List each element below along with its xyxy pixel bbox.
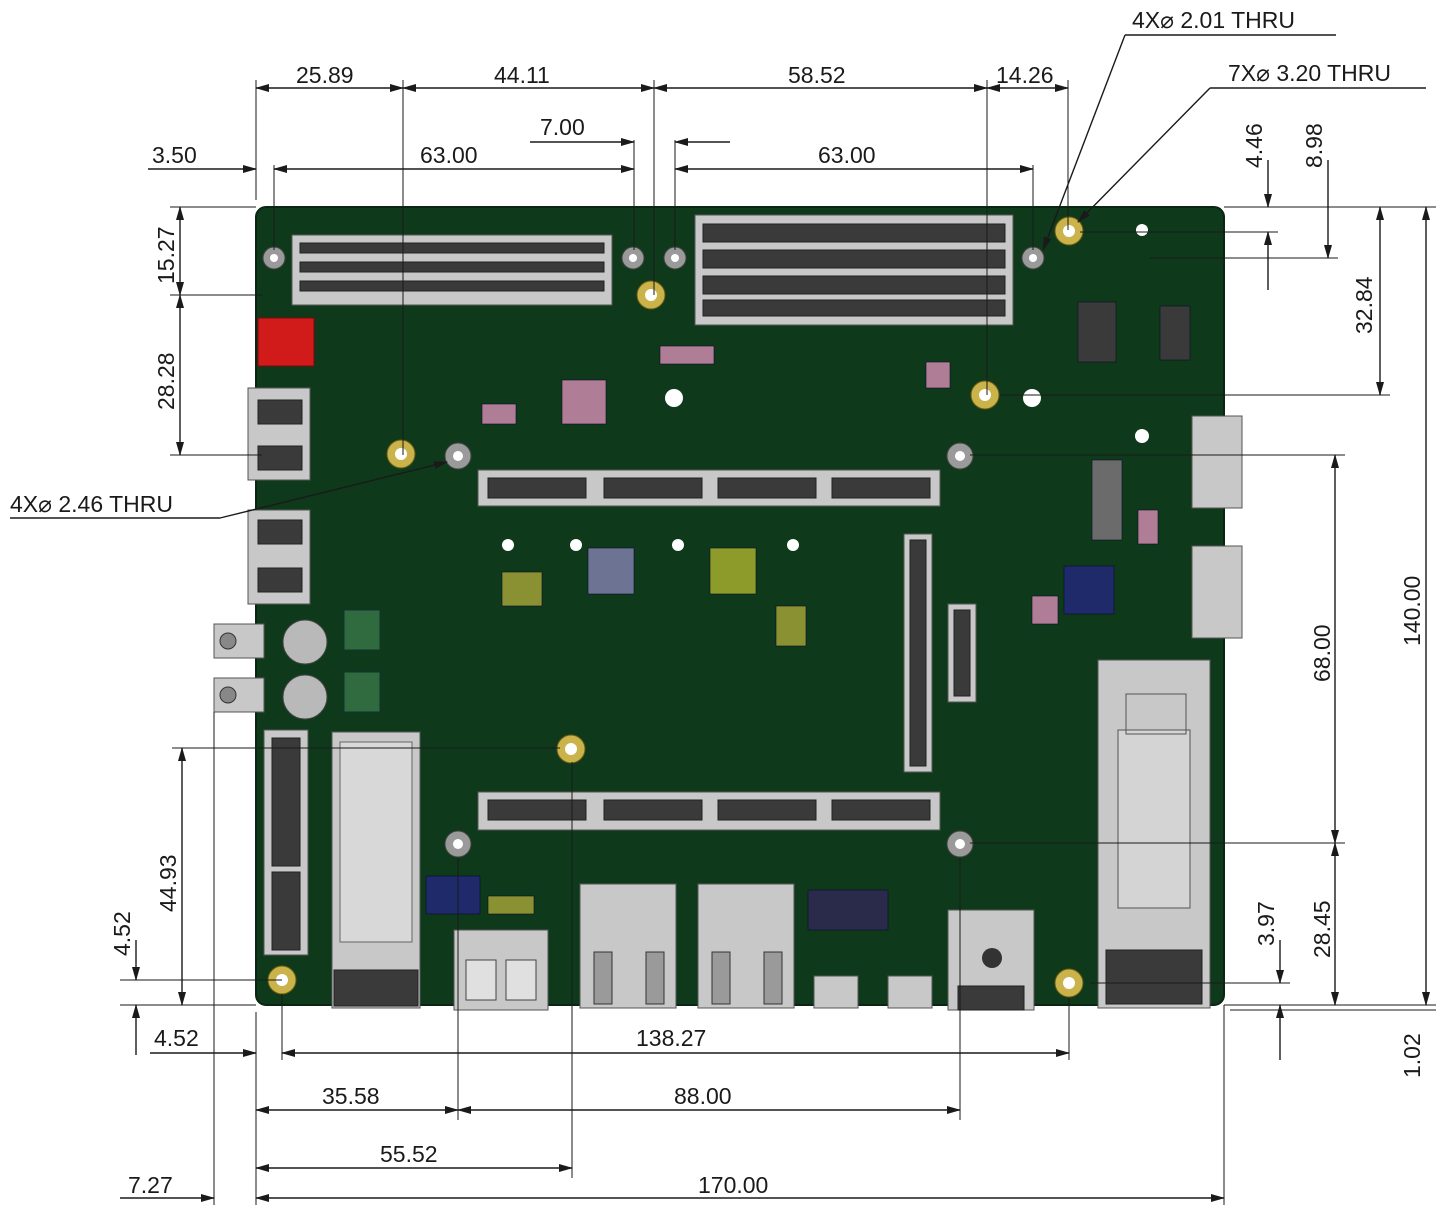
module-green-1	[343, 609, 381, 651]
header-connector-2	[1191, 545, 1243, 639]
dim-right-68-00: 68.00	[1309, 624, 1335, 682]
dimension-labels: 4X⌀ 2.01 THRU 7X⌀ 3.20 THRU 4X⌀ 2.46 THR…	[10, 7, 1425, 1198]
rj45-jack-1	[579, 883, 677, 1009]
dim-right-140-00: 140.00	[1399, 576, 1425, 646]
so-dimm-slot-right	[694, 214, 1014, 326]
m2-slot-top	[477, 469, 941, 507]
vertical-connector-short-pins	[953, 609, 971, 697]
callout-4x-2-01: 4X⌀ 2.01 THRU	[1132, 7, 1295, 33]
dim-top-3-50: 3.50	[152, 142, 197, 168]
dim-top-63-left: 63.00	[420, 142, 478, 168]
dim-bottom-7-27: 7.27	[128, 1172, 173, 1198]
dim-top-25-89: 25.89	[296, 62, 354, 88]
antenna-connectors	[213, 619, 328, 720]
dim-right-4-46: 4.46	[1241, 123, 1267, 168]
dim-left-44-93: 44.93	[155, 854, 181, 912]
dim-left-15-27: 15.27	[153, 226, 179, 284]
micro-usb-1	[813, 975, 859, 1009]
mounting-holes-plated	[267, 216, 1084, 998]
battery-holder	[1097, 659, 1211, 1009]
dim-top-14-26: 14.26	[996, 62, 1054, 88]
hdmi-port-top	[247, 387, 311, 481]
dim-bottom-4-52: 4.52	[154, 1025, 199, 1051]
m2-slot-bottom	[477, 791, 941, 831]
hdmi-port-bottom	[247, 509, 311, 605]
module-green-2	[343, 671, 381, 713]
dim-top-58-52: 58.52	[788, 62, 846, 88]
header-connector-1	[1191, 415, 1243, 509]
vertical-connector-long-pins	[909, 539, 927, 767]
mounting-holes-grey	[262, 246, 1045, 858]
callout-4x-2-46: 4X⌀ 2.46 THRU	[10, 491, 173, 517]
dim-bottom-35-58: 35.58	[322, 1083, 380, 1109]
dim-bottom-88-00: 88.00	[674, 1083, 732, 1109]
micro-usb-2	[887, 975, 933, 1009]
red-connector	[257, 317, 315, 367]
dim-right-28-45: 28.45	[1309, 900, 1335, 958]
dim-right-8-98: 8.98	[1301, 123, 1327, 168]
dimension-lines	[10, 34, 1436, 1205]
dim-right-1-02: 1.02	[1399, 1033, 1425, 1078]
dim-bottom-138-27: 138.27	[636, 1025, 706, 1051]
callout-7x-3-20: 7X⌀ 3.20 THRU	[1228, 60, 1391, 86]
dim-left-28-28: 28.28	[153, 352, 179, 410]
through-holes-white	[502, 224, 1149, 551]
dim-bottom-55-52: 55.52	[380, 1141, 438, 1167]
dim-right-32-84: 32.84	[1351, 276, 1377, 334]
dim-left-4-52-vert: 4.52	[109, 911, 135, 956]
pcb-board	[213, 206, 1243, 1011]
rj45-jack-2	[697, 883, 795, 1009]
so-dimm-slot-left	[291, 234, 613, 306]
dim-top-7-00: 7.00	[540, 114, 585, 140]
dim-right-3-97: 3.97	[1253, 901, 1279, 946]
dim-top-63-right: 63.00	[818, 142, 876, 168]
misc-components	[425, 301, 1191, 931]
pcie-slot-left	[263, 729, 309, 956]
sfp-cage	[331, 731, 421, 1009]
dim-bottom-170-00: 170.00	[698, 1172, 768, 1198]
dc-power-jack	[947, 909, 1035, 1011]
dim-top-44-11: 44.11	[494, 62, 550, 88]
usb-stack	[453, 929, 549, 1011]
